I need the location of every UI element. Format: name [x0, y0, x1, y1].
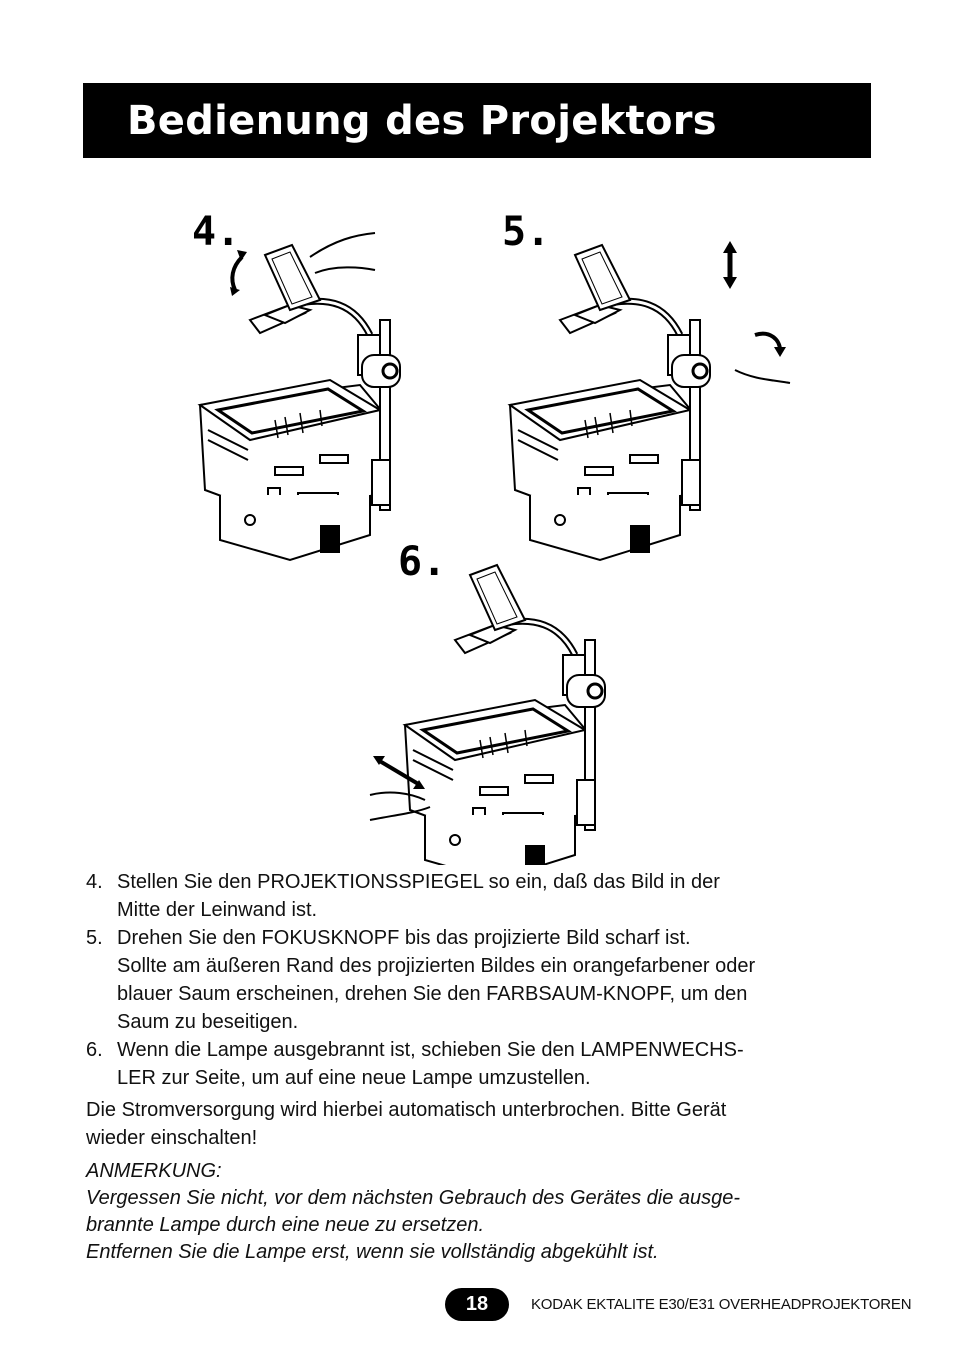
paragraph-line: Die Stromversorgung wird hierbei automat…	[86, 1099, 727, 1121]
step-line: Drehen Sie den FOKUSKNOPF bis das projiz…	[117, 927, 691, 949]
power-info-paragraph: Die Stromversorgung wird hierbei automat…	[86, 1096, 876, 1152]
footer-title: KODAK EKTALITE E30/E31 OVERHEADPROJEKTOR…	[531, 1296, 912, 1313]
page-number-badge: 18	[445, 1288, 509, 1321]
step-text: Drehen Sie den FOKUSKNOPF bis das projiz…	[117, 924, 876, 1036]
step-text: Wenn die Lampe ausgebrannt ist, schieben…	[117, 1036, 876, 1092]
note-line: Entfernen Sie die Lampe erst, wenn sie v…	[86, 1241, 659, 1263]
step-line: LER zur Seite, um auf eine neue Lampe um…	[117, 1067, 591, 1089]
step-number: 5.	[86, 927, 103, 949]
note-line: Vergessen Sie nicht, vor dem nächsten Ge…	[86, 1187, 741, 1209]
step-4-label: 4.	[192, 209, 240, 255]
step-number: 4.	[86, 871, 103, 893]
instruction-steps: 4. Stellen Sie den PROJEKTIONSSPIEGEL so…	[86, 868, 876, 1092]
step-line: Stellen Sie den PROJEKTIONSSPIEGEL so ei…	[117, 871, 720, 893]
list-item: 5. Drehen Sie den FOKUSKNOPF bis das pro…	[86, 924, 876, 1036]
step-line: Wenn die Lampe ausgebrannt ist, schieben…	[117, 1039, 744, 1061]
step-5-label: 5.	[502, 209, 550, 255]
page-header: Bedienung des Projektors	[83, 83, 871, 158]
page-title: Bedienung des Projektors	[127, 97, 717, 144]
step-line: blauer Saum erscheinen, drehen Sie den F…	[117, 983, 748, 1005]
paragraph-line: wieder einschalten!	[86, 1127, 258, 1149]
step-line: Saum zu beseitigen.	[117, 1011, 299, 1033]
note-label: ANMERKUNG:	[86, 1160, 222, 1182]
step-line: Mitte der Leinwand ist.	[117, 899, 318, 921]
projector-illustration: 4. 5. 6.	[180, 195, 800, 865]
note-line: brannte Lampe durch eine neue zu ersetze…	[86, 1214, 485, 1236]
note-block: ANMERKUNG: Vergessen Sie nicht, vor dem …	[86, 1158, 876, 1266]
list-item: 6. Wenn die Lampe ausgebrannt ist, schie…	[86, 1036, 876, 1092]
step-text: Stellen Sie den PROJEKTIONSSPIEGEL so ei…	[117, 868, 876, 924]
list-item: 4. Stellen Sie den PROJEKTIONSSPIEGEL so…	[86, 868, 876, 924]
step-6-label: 6.	[398, 539, 446, 585]
step-line: Sollte am äußeren Rand des projizierten …	[117, 955, 756, 977]
step-number: 6.	[86, 1039, 103, 1061]
